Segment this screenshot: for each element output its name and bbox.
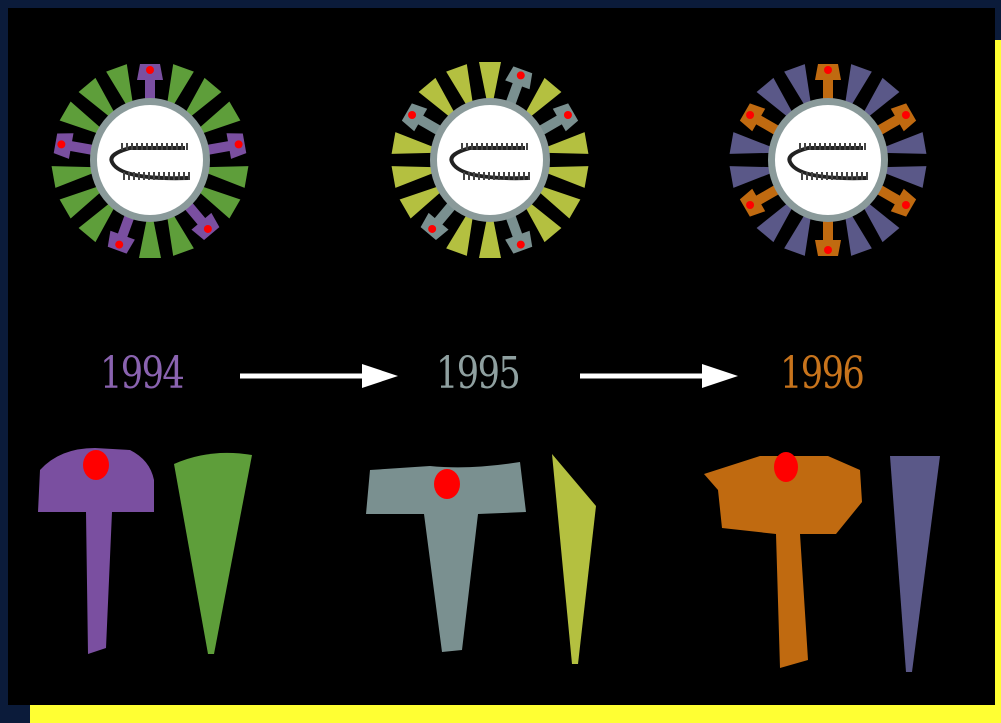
hemagglutinin-spike-icon xyxy=(68,141,93,155)
antigenic-site-dot-icon xyxy=(83,450,109,480)
antigenic-site-dot-icon xyxy=(146,66,154,74)
neuraminidase-spike-icon xyxy=(167,213,194,255)
neuraminidase-spike-icon xyxy=(52,166,94,188)
neuraminidase-spike-icon xyxy=(479,62,501,102)
neuraminidase-spike-icon xyxy=(207,166,249,188)
neuraminidase-spike-icon xyxy=(446,213,473,255)
antigenic-site-dot-icon xyxy=(115,241,123,249)
antigenic-site-dot-icon xyxy=(902,201,910,209)
year-label-1994: 1994 xyxy=(100,348,183,399)
antigenic-site-dot-icon xyxy=(57,140,65,148)
antigenic-site-dot-icon xyxy=(746,111,754,119)
neuraminidase-spike-icon xyxy=(199,101,241,133)
neuraminidase-spike-icon xyxy=(539,186,581,218)
antigenic-site-dot-icon xyxy=(517,71,525,79)
neuraminidase-spike-icon xyxy=(400,186,442,218)
antigenic-site-dot-icon xyxy=(824,246,832,254)
year-label-1996: 1996 xyxy=(780,348,863,399)
hemagglutinin-spike-icon xyxy=(366,462,526,652)
neuraminidase-spike-icon xyxy=(60,186,102,218)
neuraminidase-spike-icon xyxy=(79,78,115,118)
antigenic-site-dot-icon xyxy=(746,201,754,209)
neuraminidase-spike-icon xyxy=(479,218,501,258)
antigenic-site-dot-icon xyxy=(408,111,416,119)
antigenic-site-dot-icon xyxy=(824,66,832,74)
neuraminidase-spike-icon xyxy=(446,64,473,106)
hemagglutinin-spike-icon xyxy=(206,141,231,155)
neuraminidase-spike-icon xyxy=(547,132,589,154)
antigenic-site-dot-icon xyxy=(902,111,910,119)
neuraminidase-spike-icon xyxy=(552,454,596,664)
neuraminidase-spike-icon xyxy=(185,78,221,118)
neuraminidase-spike-icon xyxy=(199,186,241,218)
antigenic-site-dot-icon xyxy=(517,241,525,249)
neuraminidase-spike-icon xyxy=(890,456,940,672)
neuraminidase-spike-icon xyxy=(60,101,102,133)
antigenic-site-dot-icon xyxy=(428,225,436,233)
influenza-virus-icon xyxy=(730,64,927,256)
neuraminidase-spike-icon xyxy=(139,218,161,258)
antigenic-site-dot-icon xyxy=(235,140,243,148)
year-label-1995: 1995 xyxy=(436,348,519,399)
neuraminidase-spike-icon xyxy=(784,213,811,255)
neuraminidase-spike-icon xyxy=(845,213,872,255)
neuraminidase-spike-icon xyxy=(730,132,772,154)
antigenic-site-dot-icon xyxy=(204,225,212,233)
antigenic-site-dot-icon xyxy=(434,469,460,499)
neuraminidase-spike-icon xyxy=(167,64,194,106)
neuraminidase-spike-icon xyxy=(885,132,927,154)
neuraminidase-spike-icon xyxy=(392,132,434,154)
neuraminidase-spike-icon xyxy=(174,453,252,654)
influenza-virus-icon xyxy=(52,64,249,258)
arrow-right-icon xyxy=(240,364,398,388)
arrow-right-icon xyxy=(580,364,738,388)
hemagglutinin-spike-icon xyxy=(38,448,154,654)
antigenic-site-dot-icon xyxy=(564,111,572,119)
neuraminidase-spike-icon xyxy=(106,64,133,106)
neuraminidase-spike-icon xyxy=(845,64,872,106)
neuraminidase-spike-icon xyxy=(392,166,434,188)
neuraminidase-spike-icon xyxy=(784,64,811,106)
influenza-virus-icon xyxy=(392,62,589,258)
antigenic-site-dot-icon xyxy=(774,452,798,482)
neuraminidase-spike-icon xyxy=(547,166,589,188)
neuraminidase-spike-icon xyxy=(885,166,927,188)
neuraminidase-spike-icon xyxy=(730,166,772,188)
hemagglutinin-spike-icon xyxy=(704,452,862,668)
